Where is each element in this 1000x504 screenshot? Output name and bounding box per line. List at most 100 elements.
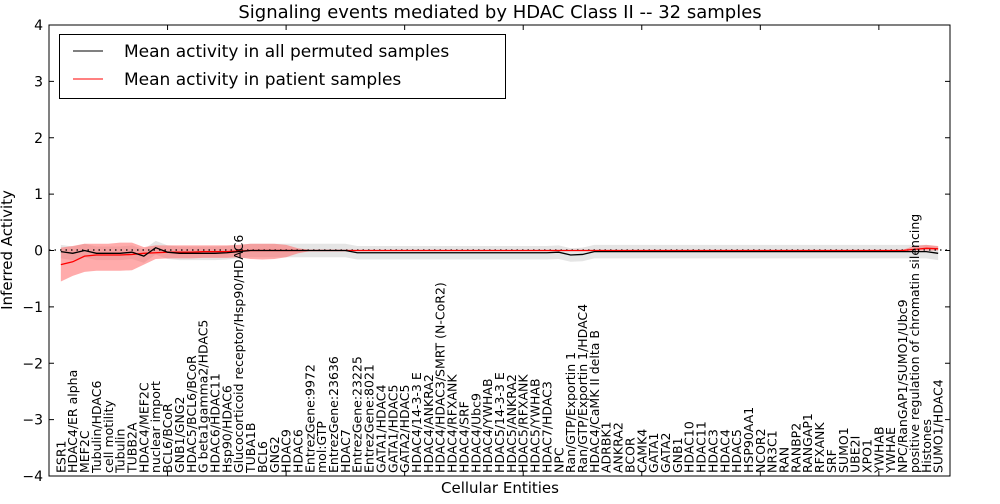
x-tick-label: HDAC11 [694, 421, 709, 473]
x-tick-label: nuclear import [148, 381, 163, 473]
x-tick-label: NPC [551, 447, 566, 473]
x-tick-label: XPO1 [860, 439, 875, 473]
x-tick-label: mol:GTP [314, 421, 329, 473]
x-tick-label: HDAC4 [717, 429, 732, 473]
x-tick-label: HDAC4/Ubc9 [468, 393, 483, 473]
x-tick-label: NCOR2 [753, 428, 768, 473]
y-tick-label: −1 [22, 300, 43, 316]
y-axis-label: Inferred Activity [0, 190, 16, 310]
x-tick-label: Ran/GTP/Exportin 1 [563, 352, 578, 473]
y-tick-label: −3 [22, 413, 43, 429]
x-tick-label: HSP90AA1 [741, 407, 756, 473]
x-tick-label: EntrezGene:8021 [362, 364, 377, 473]
x-tick-label: GATA1/HDAC4 [373, 384, 388, 473]
x-tick-label: HDAC6/HDAC11 [207, 373, 222, 473]
x-tick-label: positive regulation of chromatin silenci… [907, 214, 922, 473]
legend-box [59, 34, 506, 99]
x-tick-label: HDAC5 [729, 429, 744, 473]
x-tick-label: BCL6/BCoR [160, 403, 175, 473]
x-tick-label: HDAC7 [338, 429, 353, 473]
x-tick-label: EntrezGene:23225 [350, 356, 365, 473]
permuted-mean-line [60, 246, 939, 257]
x-tick-label: HDAC7/HDAC3 [539, 381, 554, 473]
x-tick-label: NPC/RanGAP1/SUMO1/Ubc9 [895, 299, 910, 473]
x-tick-label: RANBP2 [788, 423, 803, 473]
x-tick-label: ADRBK1 [599, 421, 614, 473]
series-lines [60, 246, 939, 266]
x-axis-label: Cellular Entities [441, 479, 559, 497]
x-tick-label: HDAC4/HDAC3/SMRT (N-CoR2) [433, 282, 448, 473]
x-tick-label: SRF [824, 449, 839, 473]
x-tick-label: HDAC4/SRF [456, 401, 471, 473]
plot-frame [48, 24, 951, 477]
x-tick-label: RFXANK [812, 422, 827, 473]
x-tick-label: Hsp90/HDAC6 [219, 385, 234, 473]
x-tick-label: HDAC4/ER alpha [65, 370, 80, 473]
x-tick-label: SUMO1 [836, 427, 851, 473]
x-tick-label: CAMK4 [634, 429, 649, 473]
x-tick-label: HDAC5/RFXANK [516, 374, 531, 473]
x-tick-label: HDAC10 [682, 421, 697, 473]
x-tick-label: NR3C1 [765, 430, 780, 473]
x-tick-label: TUBA1B [243, 423, 258, 474]
x-tick-label: EntrezGene:9972 [302, 364, 317, 473]
y-tick-label: −2 [22, 356, 43, 372]
x-tick-label: ANKRA2 [611, 422, 626, 473]
x-tick-label: HDAC4/14-3-3 E [409, 372, 424, 473]
x-tick-label: GATA2 [658, 433, 673, 473]
x-tick-label: HDAC5/ANKRA2 [504, 374, 519, 473]
x-tick-label: GATA1 [646, 433, 661, 473]
x-tick-label: HDAC3 [705, 429, 720, 473]
x-tick-label: Tubulin/HDAC6 [89, 381, 104, 474]
x-tick-label: GATA2/HDAC5 [397, 385, 412, 473]
y-tick-label: 1 [34, 187, 43, 203]
x-tick-label: HDAC5/14-3-3 E [492, 372, 507, 473]
x-tick-label: RANGAP1 [800, 413, 815, 473]
legend-label-patient: Mean activity in patient samples [124, 70, 401, 90]
x-tick-label: YWHAE [883, 427, 898, 474]
x-tick-label: HDAC6 [290, 429, 305, 473]
x-tick-label: HDAC9 [279, 429, 294, 473]
y-tick-label: 0 [34, 244, 43, 260]
legend-label-permuted: Mean activity in all permuted samples [124, 42, 449, 62]
y-tick-label: 2 [34, 131, 43, 147]
legend: Mean activity in all permuted samples Me… [59, 34, 506, 99]
x-tick-label: HDAC4/MEF2C [136, 382, 151, 473]
x-tick-label: GNG2 [267, 436, 282, 473]
x-tick-label: SUMO1/HDAC4 [931, 379, 946, 473]
patient-band [60, 242, 939, 282]
x-tick-label: HDAC4/CaMK II delta B [587, 330, 602, 473]
x-tick-label: BCOR [622, 437, 637, 473]
x-tick-label: Glucocorticoid receptor/Hsp90/HDAC6 [231, 235, 246, 473]
x-tick-label: UBE2I [848, 436, 863, 473]
x-tick-label: BCL6 [255, 441, 270, 473]
x-tick-label: GNB1/GNG2 [172, 397, 187, 473]
x-tick-label: HDAC5/YWHAB [528, 378, 543, 473]
chart-title: Signaling events mediated by HDAC Class … [238, 2, 761, 23]
y-tick-label: 3 [34, 74, 43, 90]
y-tick-label: 4 [34, 18, 43, 34]
x-tick-label: MEF2C [77, 430, 92, 473]
axes: −4 −3 −2 −1 0 1 2 3 4 [22, 18, 950, 485]
x-tick-label: TUBB2A [124, 422, 139, 474]
x-tick-label: Tubulin [113, 429, 128, 474]
x-tick-label: RAN [777, 447, 792, 473]
y-tick-label: −4 [22, 469, 43, 485]
x-tick-label: cell motility [101, 399, 116, 473]
x-tick-label: HDAC4/RFXANK [445, 374, 460, 473]
x-tick-label: HDAC5/BCL6/BCoR [184, 355, 199, 473]
x-tick-label: GATA1/HDAC5 [385, 385, 400, 473]
x-tick-label: GNB1 [670, 437, 685, 473]
patient-mean-line [60, 247, 939, 266]
x-tick-label: YWHAB [871, 426, 886, 474]
x-tick-label: Ran/GTP/Exportin 1/HDAC4 [575, 304, 590, 473]
x-tick-label: HDAC4/YWHAB [480, 378, 495, 473]
x-tick-label: ESR1 [53, 441, 68, 473]
x-tick-label: EntrezGene:23636 [326, 356, 341, 473]
x-tick-label: Histones [919, 419, 934, 473]
x-tick-label: HDAC4/ANKRA2 [421, 374, 436, 473]
x-tick-label: G beta1gamma2/HDAC5 [196, 320, 211, 473]
confidence-bands [60, 240, 939, 282]
